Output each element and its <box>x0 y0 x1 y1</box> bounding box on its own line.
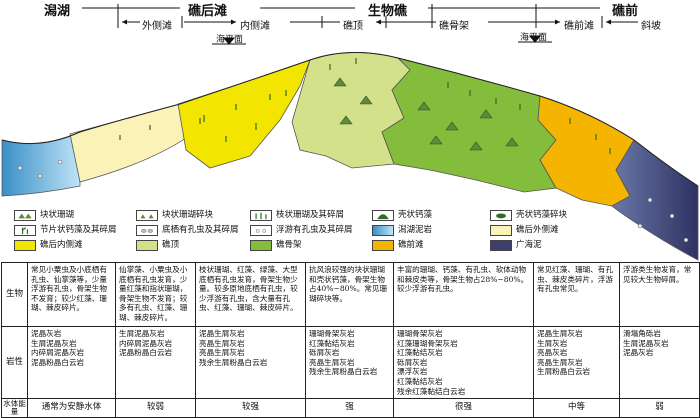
forereef-shoal-zone <box>537 95 635 207</box>
lithology-lagoon: 泥晶灰岩 生屑泥晶灰岩 内碎屑泥晶灰岩 泥晶粉晶白云岩 <box>27 325 116 400</box>
legend-label-branching-coral: 枝状珊瑚及其碎屑 <box>276 210 345 220</box>
header-zone-arrows <box>82 4 638 28</box>
planktonic-foram-icon <box>250 225 272 236</box>
crust-algae-debris-icon <box>490 210 512 221</box>
segmented-algae-icon <box>14 225 36 236</box>
lithology-outer-back: 生屑泥晶灰岩 内碎屑泥晶灰岩 泥晶粉晶白云岩 <box>115 325 196 400</box>
biota-outer-back: 仙掌藻、小粟虫及小底栖有孔虫发育，少量红藻和指状珊瑚，骨架生物不发育；较多有孔虫… <box>115 262 196 327</box>
subzone-crest: 礁顶 <box>343 21 363 32</box>
legend-swatch-inner-backreef <box>14 240 36 251</box>
reef-framework-zone <box>381 57 557 193</box>
legend: 块状珊瑚 块状珊瑚碎块 枝状珊瑚及其碎屑 壳状钙藻 壳状钙藻碎块 节片状钙藻及其… <box>0 208 700 262</box>
legend-label-inner-backreef: 礁后内侧滩 <box>40 240 83 250</box>
row-header-lithology: 岩性 <box>1 325 28 400</box>
legend-label-lagoon-mud: 潟湖泥岩 <box>398 225 433 235</box>
zone-reef-label: 生物礁 <box>368 4 408 19</box>
energy-slope: 弱 <box>619 398 700 418</box>
row-header-biota: 生物 <box>1 262 28 327</box>
profile-outline <box>1 52 699 187</box>
energy-framework: 很强 <box>393 398 534 418</box>
lithology-inner-back: 泥晶生屑灰岩 亮晶生屑灰岩 亮晶生屑灰岩 残余生屑粉晶白云岩 <box>195 325 306 400</box>
subzone-fore-shoal: 礁前滩 <box>564 21 594 32</box>
facies-table: 生物 常见小粟虫及小底栖有孔虫、仙掌藻等，少量浮游有孔虫，骨架生物不发育；较少红… <box>1 262 700 418</box>
zone-lagoon-label: 潟湖 <box>44 4 71 19</box>
legend-swatch-reef-framework <box>250 240 272 251</box>
biota-framework: 丰富的珊瑚、钙藻、有孔虫、软体动物和棘皮类等，骨架生物占28%~80%。较少浮游… <box>393 262 534 327</box>
legend-swatch-lagoon-mud <box>372 225 394 236</box>
subzone-framework: 礁骨架 <box>439 21 469 32</box>
legend-swatch-basin-mud <box>490 240 512 251</box>
legend-label-massive-coral: 块状珊瑚 <box>40 210 75 220</box>
header-arrowheads <box>122 19 611 25</box>
foram-dots <box>17 159 689 243</box>
energy-inner-back: 较强 <box>195 398 306 418</box>
branching-coral-icon <box>250 210 272 221</box>
legend-label-planktonic-foram: 浮游有孔虫及其碎屑 <box>276 225 353 235</box>
lithology-framework: 珊瑚骨架灰岩 红藻珊瑚骨架灰岩 红藻黏结灰岩 砾屑灰岩 漂浮灰岩 红藻黏结灰岩 … <box>393 325 534 400</box>
legend-label-segmented-algae: 节片状钙藻及其碎屑 <box>40 225 117 235</box>
subzone-inner-back: 内侧滩 <box>240 21 270 32</box>
legend-swatch-reef-crest <box>136 240 158 251</box>
energy-outer-back: 较弱 <box>115 398 196 418</box>
lagoon-mud-zone <box>1 131 81 197</box>
massive-coral-debris-icon <box>136 210 158 221</box>
sea-level-markers <box>212 35 552 45</box>
zone-backreef-label: 礁后滩 <box>188 4 228 19</box>
legend-label-outer-backreef: 礁后外侧滩 <box>516 225 559 235</box>
energy-lagoon: 通常为安静水体 <box>27 398 116 418</box>
subzone-outer-back: 外侧滩 <box>142 21 172 32</box>
legend-swatch-outer-backreef <box>490 225 512 236</box>
reef-profile-diagram <box>1 4 699 261</box>
legend-label-reef-crest: 礁顶 <box>162 240 180 250</box>
subzone-slope: 斜坡 <box>641 21 661 32</box>
legend-label-reef-framework: 礁骨架 <box>276 240 302 250</box>
legend-label-crust-algae-debris: 壳状钙藻碎块 <box>516 210 568 220</box>
biota-crest: 抗风浪较强的块状珊瑚和壳状钙藻，骨架生物占40%~80%。常见珊瑚碎块等。 <box>305 262 394 327</box>
benthic-foram-icon <box>136 225 158 236</box>
biota-decorations <box>119 58 611 154</box>
crust-mound-decorations <box>333 77 519 151</box>
massive-coral-icon <box>14 210 36 221</box>
energy-fore-shoal: 中等 <box>533 398 620 418</box>
legend-label-benthic-foram: 底栖有孔虫及其碎屑 <box>162 225 239 235</box>
energy-crest: 强 <box>305 398 394 418</box>
lithology-slope: 滑塌角砾岩 生屑泥晶灰岩 泥晶灰岩 <box>619 325 700 400</box>
lithology-row: 岩性 泥晶灰岩 生屑泥晶灰岩 内碎屑泥晶灰岩 泥晶粉晶白云岩 生屑泥晶灰岩 内碎… <box>1 325 700 400</box>
biota-lagoon: 常见小粟虫及小底栖有孔虫、仙掌藻等，少量浮游有孔虫，骨架生物不发育；较少红藻、珊… <box>27 262 116 327</box>
zone-forereef-label: 礁前 <box>612 4 639 19</box>
biota-slope: 浮游类生物发育，常见较大生物碎屑。 <box>619 262 700 327</box>
energy-row: 水体能量 通常为安静水体 较弱 较强 强 很强 中等 弱 <box>1 398 700 418</box>
lithology-fore-shoal: 泥晶生屑灰岩 生屑灰岩 亮晶灰岩 亮晶生屑灰岩 生屑粉晶白云岩 <box>533 325 620 400</box>
legend-label-basin-mud: 广海泥 <box>516 240 542 250</box>
lithology-crest: 珊瑚骨架灰岩 红藻黏结灰岩 砾屑灰岩 亮晶生屑灰岩 残余生屑粉晶白云岩 <box>305 325 394 400</box>
legend-label-massive-coral-debris: 块状珊瑚碎块 <box>162 210 214 220</box>
biota-inner-back: 枝状珊瑚、红藻、绿藻、大型底栖有孔虫发育，骨架生物少量。较多原地底栖有孔虫，较少… <box>195 262 306 327</box>
biota-fore-shoal: 常见红藻、珊瑚、有孔虫、棘皮类碎片，浮游有孔虫常见。 <box>533 262 620 327</box>
biota-row: 生物 常见小粟虫及小底栖有孔虫、仙掌藻等，少量浮游有孔虫，骨架生物不发育；较少红… <box>1 262 700 327</box>
legend-swatch-forereef-shoal <box>372 240 394 251</box>
row-header-energy: 水体能量 <box>1 398 28 418</box>
crust-algae-icon <box>372 210 394 221</box>
inner-backreef-zone <box>177 59 311 169</box>
legend-label-forereef-shoal: 礁前滩 <box>398 240 424 250</box>
legend-label-crust-algae: 壳状钙藻 <box>398 210 433 220</box>
